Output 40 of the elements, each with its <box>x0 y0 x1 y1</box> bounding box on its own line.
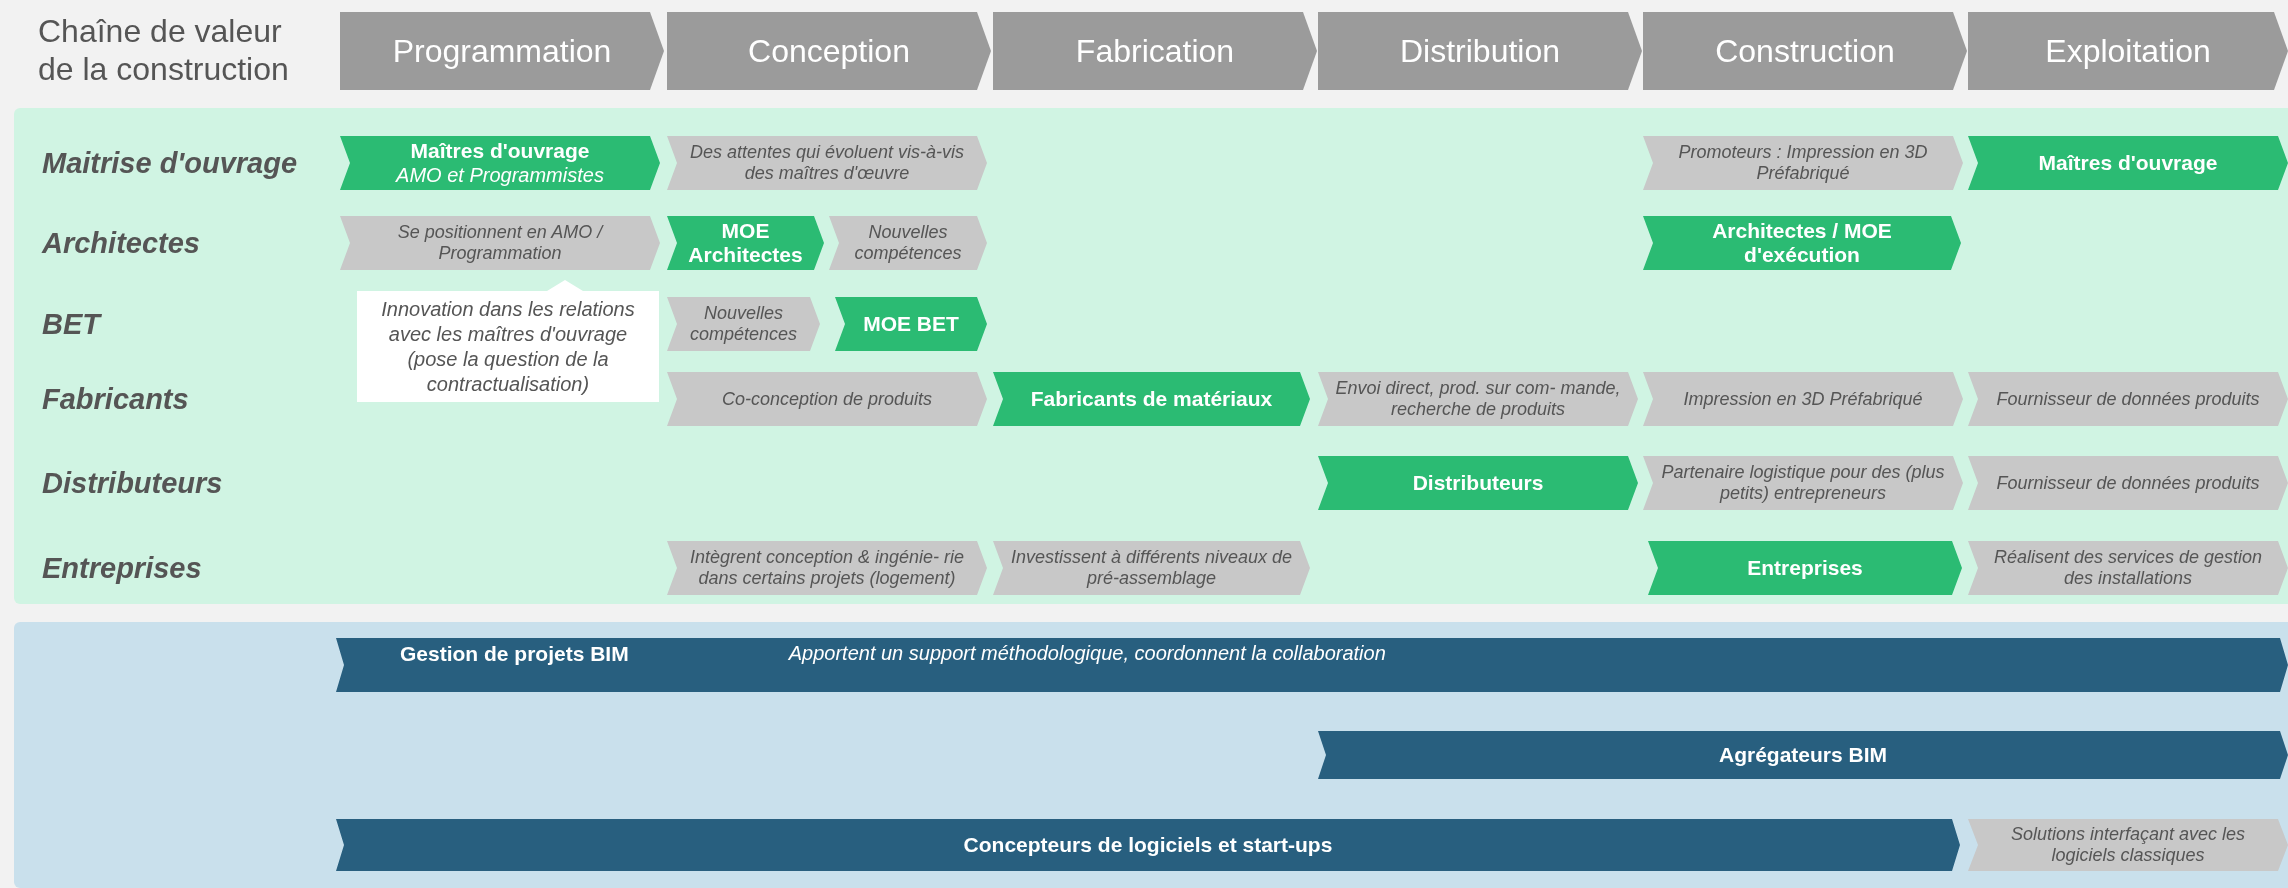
stage-banner: Exploitation <box>1968 12 2288 90</box>
actor-tag: Fabricants de matériaux <box>993 372 1310 426</box>
role-tag: Impression en 3D Préfabriqué <box>1643 372 1963 426</box>
stage-banner: Fabrication <box>993 12 1317 90</box>
role-tag: Fournisseur de données produits <box>1968 456 2288 510</box>
support-band: Agrégateurs BIM <box>1318 731 2288 779</box>
row-label: Maitrise d'ouvrage <box>42 146 299 181</box>
row-label: Distributeurs <box>42 466 224 501</box>
role-tag: Nouvelles compétences <box>667 297 820 351</box>
stage-banner: Distribution <box>1318 12 1642 90</box>
role-tag: Se positionnent en AMO / Programmation <box>340 216 660 270</box>
row-label: BET <box>42 307 103 342</box>
actor-tag: MOE BET <box>835 297 987 351</box>
role-tag: Intègrent conception & ingénie- rie dans certains projets (logement) <box>667 541 987 595</box>
title: Chaîne de valeur de la construction <box>38 12 290 89</box>
role-tag: Promoteurs : Impression en 3D Préfabriqué <box>1643 136 1963 190</box>
role-tag: Des attentes qui évoluent vis-à-vis des maîtres d'œuvre <box>667 136 987 190</box>
role-tag: Envoi direct, prod. sur com- mande, recherche de produits <box>1318 372 1638 426</box>
role-tag: Investissent à différents niveaux de pré-assemblage <box>993 541 1310 595</box>
support-band: Gestion de projets BIM Apportent un support méthodologique, coordonnent la collaboration <box>336 638 2288 692</box>
actor-tag: Maîtres d'ouvrage AMO et Programmistes <box>340 136 660 190</box>
actor-tag: Architectes / MOE d'exécution <box>1643 216 1961 270</box>
callout-box: Innovation dans les relations avec les maîtres d'ouvrage (pose la question de la contractualisation) <box>357 280 659 402</box>
stage-banner: Construction <box>1643 12 1967 90</box>
actor-tag: Entreprises <box>1648 541 1962 595</box>
stage-banner: Conception <box>667 12 991 90</box>
row-label: Architectes <box>42 226 201 261</box>
role-tag: Nouvelles compétences <box>829 216 987 270</box>
stage-banner: Programmation <box>340 12 664 90</box>
actor-tag: Distributeurs <box>1318 456 1638 510</box>
role-tag: Réalisent des services de gestion des installations <box>1968 541 2288 595</box>
row-label: Entreprises <box>42 551 203 586</box>
actor-tag: Maîtres d'ouvrage <box>1968 136 2288 190</box>
role-tag: Partenaire logistique pour des (plus petits) entrepreneurs <box>1643 456 1963 510</box>
actor-tag: MOE Architectes <box>667 216 824 270</box>
row-label: Fabricants <box>42 382 190 417</box>
role-tag: Fournisseur de données produits <box>1968 372 2288 426</box>
role-tag: Solutions interfaçant avec les logiciels classiques <box>1968 819 2288 871</box>
support-band: Concepteurs de logiciels et start-ups <box>336 819 1960 871</box>
role-tag: Co-conception de produits <box>667 372 987 426</box>
